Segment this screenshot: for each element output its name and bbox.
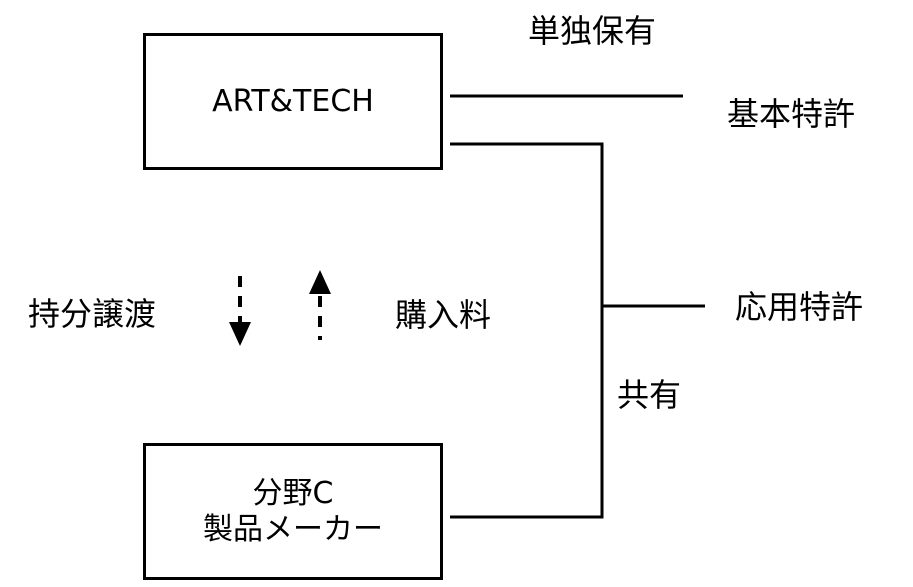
basic-patent-label: 基本特許	[727, 95, 856, 133]
applied-patent-label: 応用特許	[735, 288, 864, 326]
maker-box: 分野C 製品メーカー	[143, 443, 443, 580]
joint-ownership-line	[450, 142, 604, 519]
joint-ownership-label: 共有	[617, 376, 682, 414]
purchase-fee-label: 購入料	[395, 296, 492, 334]
share-transfer-arrow	[229, 276, 251, 346]
company-label: ART&TECH	[212, 83, 374, 119]
maker-label-line1: 分野C	[252, 475, 334, 511]
share-transfer-label: 持分譲渡	[28, 295, 157, 333]
maker-label-line2: 製品メーカー	[203, 511, 383, 547]
company-box: ART&TECH	[143, 33, 443, 170]
sole-ownership-label: 単独保有	[528, 12, 657, 50]
purchase-fee-arrow	[309, 270, 331, 340]
